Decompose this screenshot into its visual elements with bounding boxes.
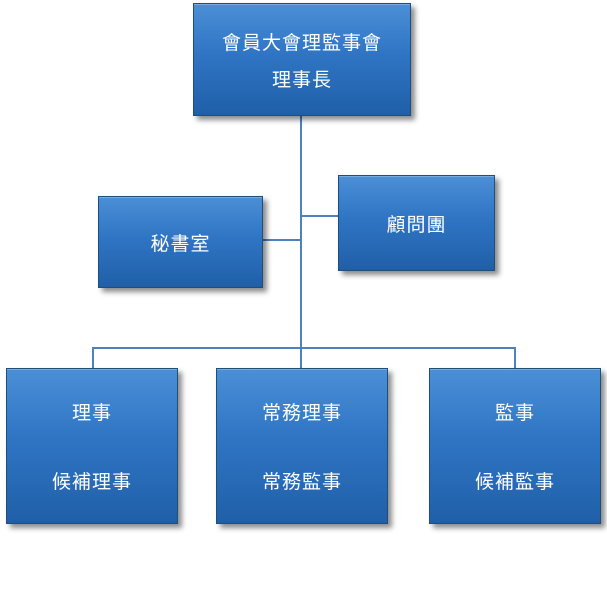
box-advisory-label: 顧問團 [386, 213, 447, 236]
connector-trunk [300, 116, 302, 349]
box-directors: 理事 候補理事 [6, 368, 178, 524]
connector-advisory [300, 215, 338, 217]
box-supervisors-line1: 監事 [494, 402, 535, 424]
box-executive: 常務理事 常務監事 [216, 368, 388, 524]
connector-bottom-left [92, 347, 94, 368]
box-general-assembly: 會員大會理監事會 理事長 [193, 3, 411, 116]
connector-bottom-center [300, 347, 302, 368]
connector-bottom-bar [92, 347, 516, 349]
box-general-assembly-line1: 會員大會理監事會 [221, 31, 382, 54]
box-supervisors-line2: 候補監事 [474, 471, 555, 493]
box-directors-line1: 理事 [71, 402, 112, 424]
box-secretariat: 秘書室 [98, 196, 263, 288]
box-general-assembly-line2: 理事長 [271, 68, 332, 91]
box-directors-line2: 候補理事 [51, 471, 132, 493]
box-supervisors: 監事 候補監事 [429, 368, 601, 524]
connector-secretariat [263, 239, 302, 241]
connector-bottom-right [514, 347, 516, 368]
box-advisory: 顧問團 [338, 175, 495, 271]
box-executive-line2: 常務監事 [261, 471, 342, 493]
box-executive-line1: 常務理事 [261, 402, 342, 424]
box-secretariat-label: 秘書室 [150, 232, 211, 255]
